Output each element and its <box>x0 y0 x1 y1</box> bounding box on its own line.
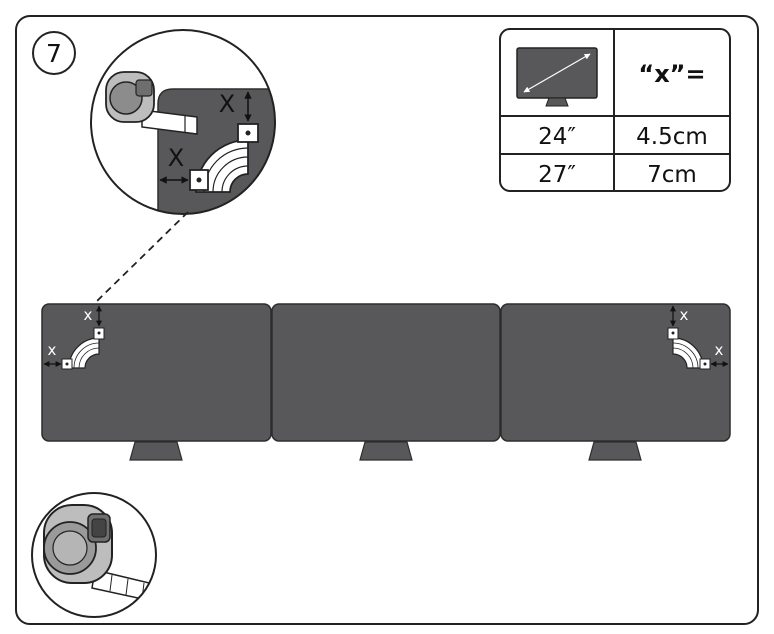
monitor-diagonal-icon <box>516 47 598 107</box>
table-x-24: 4.5cm <box>636 124 708 150</box>
leader-line <box>95 211 189 303</box>
zoom-detail: X X <box>90 29 276 215</box>
step-badge: 7 <box>32 31 76 75</box>
x-label-left-side: x <box>48 341 57 359</box>
monitor-center <box>271 303 501 442</box>
table-size-24: 24″ <box>538 124 576 150</box>
monitor-stand <box>359 441 413 461</box>
monitor-left <box>41 303 272 442</box>
corner-bracket-icon <box>61 327 105 370</box>
tape-measure-icon <box>43 504 156 606</box>
monitor-right <box>500 303 731 442</box>
tape-measure-detail <box>31 492 157 618</box>
x-label-top: X <box>219 90 235 118</box>
step-number: 7 <box>46 39 62 68</box>
monitor-stand <box>129 441 183 461</box>
x-label-left-top: x <box>84 306 93 324</box>
tape-measure-icon <box>105 71 198 135</box>
x-label-right-side: x <box>715 341 724 359</box>
corner-bracket-icon <box>667 327 711 370</box>
monitor-stand <box>588 441 642 461</box>
monitor-array: x x x x <box>41 303 731 461</box>
table-size-27: 27″ <box>538 162 576 188</box>
table-header-x: “x”= <box>638 60 705 88</box>
table-x-27: 7cm <box>647 162 697 188</box>
size-table: “x”= 24″ 4.5cm 27″ 7cm <box>499 28 731 192</box>
x-label-left: X <box>168 144 184 172</box>
corner-bracket-icon <box>189 123 259 193</box>
x-label-right-top: x <box>680 306 689 324</box>
